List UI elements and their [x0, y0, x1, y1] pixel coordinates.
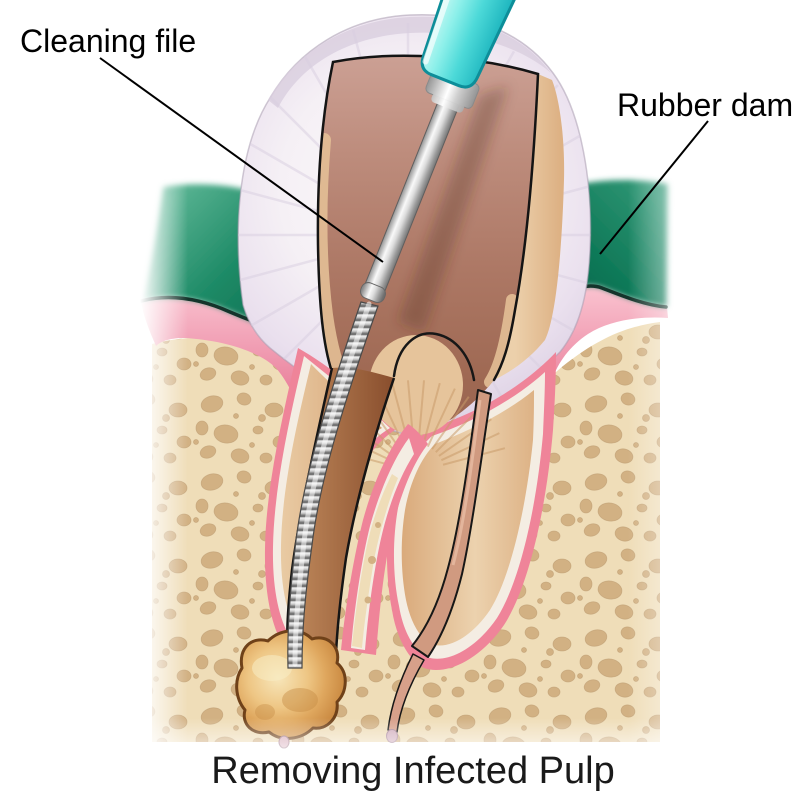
file-threads-highlight [292, 301, 372, 667]
furcation-dome-outline [392, 332, 476, 382]
streak-line [426, 388, 456, 448]
streak-line [422, 382, 441, 446]
canal-wall-right [334, 377, 396, 655]
abscess-blotch [282, 688, 318, 712]
abscess-highlight [252, 655, 292, 681]
crown-dentin-layer [494, 74, 565, 380]
handle-grip [420, 0, 520, 89]
cavity-right-dentin-band [484, 294, 518, 388]
cleaning-file-leader-line [99, 57, 384, 263]
rubber-dam-label: Rubber dam [617, 87, 794, 123]
leader-lines [99, 57, 709, 263]
handle-grip-highlight [422, 0, 459, 65]
fade-bottom [120, 715, 690, 765]
fade-left [135, 180, 190, 760]
furcation [326, 335, 506, 655]
fade-right [610, 170, 705, 760]
furcation-bone-core [352, 474, 398, 648]
enamel-occlusal-cap [268, 16, 551, 108]
figure-caption: Removing Infected Pulp [211, 750, 615, 792]
furcation-bone-hole [364, 596, 372, 604]
furcation-dentin-dome [369, 335, 463, 435]
file-threaded-section [287, 301, 379, 669]
file-shaft-cap [360, 282, 386, 304]
cleaning-file-label: Cleaning file [20, 23, 197, 59]
streak-line [417, 380, 426, 445]
streak-line [431, 396, 470, 450]
furcation-dentin-streaks [326, 380, 506, 466]
file-handle-assembly [360, 0, 520, 304]
cavity-inner-shading [317, 86, 518, 393]
file-shadow [398, 86, 508, 332]
handle-collar-ring [431, 93, 465, 113]
pulp-strand-highlight [451, 399, 482, 566]
soft-edge-fades [120, 170, 705, 765]
canal-interior [287, 367, 394, 658]
furcation-bone-hole [375, 522, 381, 528]
streak-line [435, 406, 482, 453]
furcation-bone-hole [368, 556, 376, 564]
tooth-crown [237, 13, 592, 436]
cavity-left-dentin-band [317, 133, 353, 393]
rubber-dam-leader-line [599, 120, 709, 255]
